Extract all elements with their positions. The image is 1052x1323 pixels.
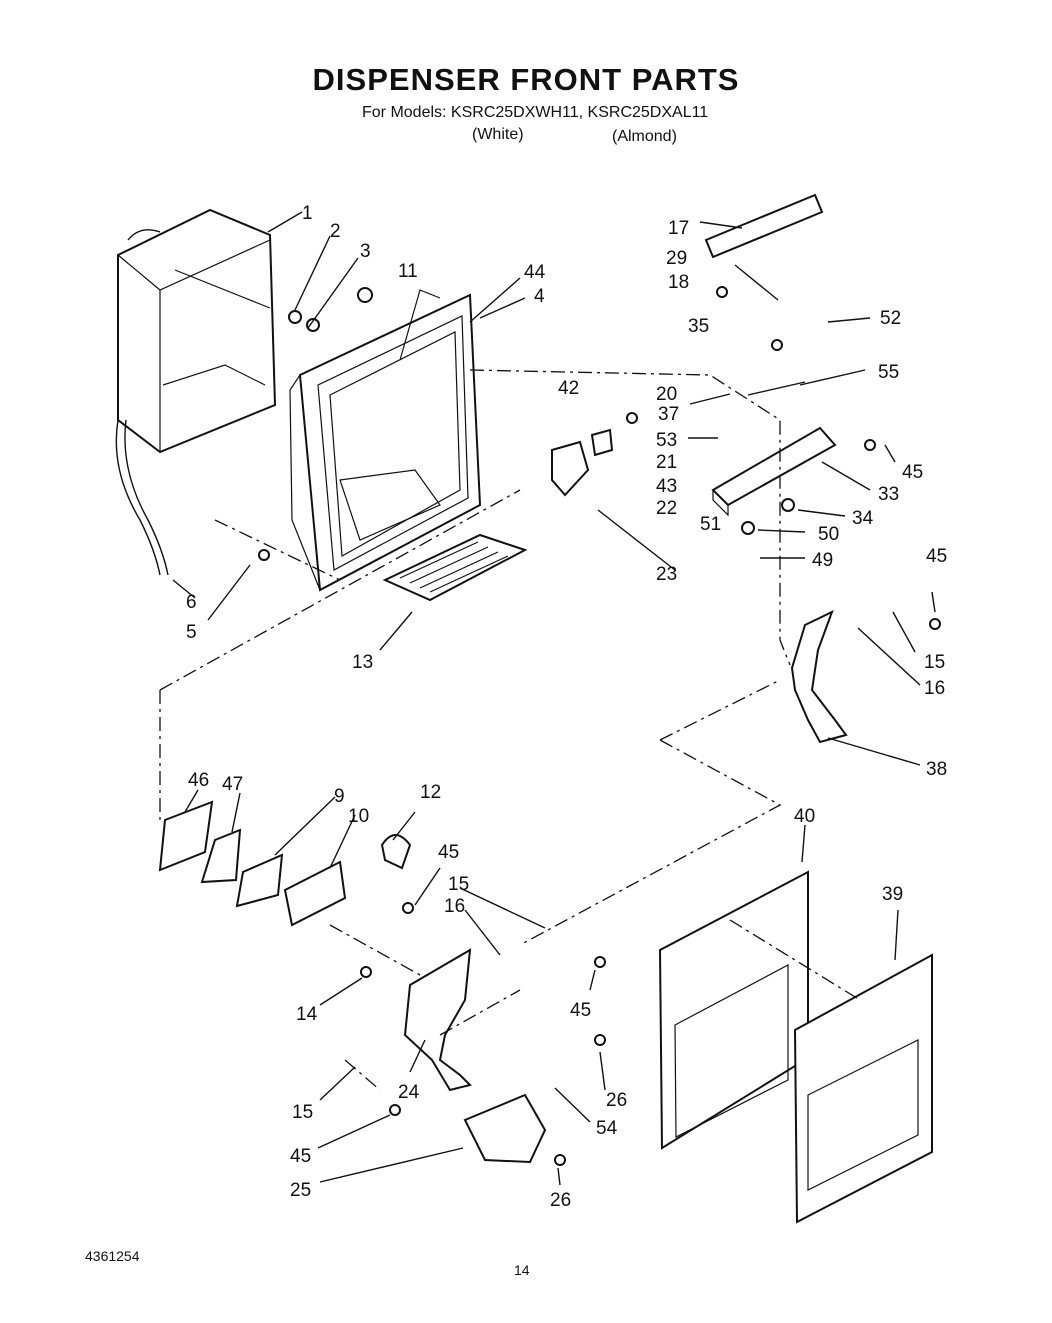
callout-42: 42 bbox=[558, 378, 579, 399]
callout-15-b: 15 bbox=[448, 874, 469, 895]
callout-13: 13 bbox=[352, 652, 373, 673]
callout-23: 23 bbox=[656, 564, 677, 585]
callout-12: 12 bbox=[420, 782, 441, 803]
callout-26-b: 26 bbox=[550, 1190, 571, 1211]
callout-44: 44 bbox=[524, 262, 546, 283]
callout-15-c: 15 bbox=[292, 1102, 313, 1123]
callout-38: 38 bbox=[926, 759, 947, 780]
callout-45-e: 45 bbox=[290, 1146, 311, 1167]
callout-54: 54 bbox=[596, 1118, 618, 1139]
callout-18: 18 bbox=[668, 272, 689, 293]
callout-34: 34 bbox=[852, 508, 874, 529]
water-lever-part bbox=[790, 610, 848, 744]
callout-17: 17 bbox=[668, 218, 689, 239]
callout-16-a: 16 bbox=[924, 678, 945, 699]
clip-part bbox=[590, 428, 614, 457]
bracket-part bbox=[711, 426, 837, 517]
callout-1: 1 bbox=[302, 203, 313, 224]
ice-actuator-part bbox=[403, 948, 472, 1092]
callout-10: 10 bbox=[348, 806, 369, 827]
callout-16-b: 16 bbox=[444, 896, 465, 917]
callout-35: 35 bbox=[688, 316, 709, 337]
callout-3: 3 bbox=[360, 241, 371, 262]
callout-53: 53 bbox=[656, 430, 677, 451]
callout-2: 2 bbox=[330, 221, 341, 242]
panel-9-part bbox=[235, 853, 284, 908]
callout-49: 49 bbox=[812, 550, 833, 571]
actuator-part bbox=[551, 440, 590, 497]
document-number: 4361254 bbox=[85, 1248, 140, 1264]
callout-15-a: 15 bbox=[924, 652, 945, 673]
callout-9: 9 bbox=[334, 786, 345, 807]
callout-40: 40 bbox=[794, 806, 815, 827]
callout-45-b: 45 bbox=[926, 546, 947, 567]
almond-label: (Almond) bbox=[612, 128, 677, 145]
chute-part bbox=[463, 1093, 547, 1164]
callout-39: 39 bbox=[882, 884, 903, 905]
callout-24: 24 bbox=[398, 1082, 420, 1103]
front-frame-part bbox=[658, 870, 809, 1150]
callout-20: 20 bbox=[656, 384, 677, 405]
part-callouts: 1 2 3 11 44 4 17 29 18 52 35 55 42 20 37… bbox=[186, 203, 947, 1211]
cover-bar-part bbox=[704, 193, 824, 259]
callout-45-c: 45 bbox=[438, 842, 459, 863]
callout-6: 6 bbox=[186, 592, 197, 613]
page-number: 14 bbox=[514, 1262, 530, 1278]
callout-4: 4 bbox=[534, 286, 545, 307]
switch-10-part bbox=[283, 860, 347, 927]
callout-33: 33 bbox=[878, 484, 899, 505]
callout-45-d: 45 bbox=[570, 1000, 591, 1021]
callout-47: 47 bbox=[222, 774, 243, 795]
leader-lines bbox=[172, 211, 936, 1186]
part-12 bbox=[380, 834, 412, 870]
callout-50: 50 bbox=[818, 524, 839, 545]
front-panel-part bbox=[793, 953, 933, 1224]
callout-43: 43 bbox=[656, 476, 677, 497]
callout-11: 11 bbox=[398, 261, 418, 282]
callout-26-a: 26 bbox=[606, 1090, 627, 1111]
callout-21: 21 bbox=[656, 452, 677, 473]
ice-container-part bbox=[115, 208, 277, 576]
lens-part bbox=[200, 828, 242, 884]
models-line: For Models: KSRC25DXWH11, KSRC25DXAL11 bbox=[362, 104, 709, 121]
page-title: DISPENSER FRONT PARTS bbox=[312, 62, 740, 97]
callout-52: 52 bbox=[880, 308, 901, 329]
screw-fasteners bbox=[258, 286, 941, 1166]
trim-46-part bbox=[158, 800, 214, 872]
callout-29: 29 bbox=[666, 248, 687, 269]
callout-46: 46 bbox=[188, 770, 209, 791]
callout-45-a: 45 bbox=[902, 462, 923, 483]
alignment-lines bbox=[159, 369, 861, 1091]
callout-51: 51 bbox=[700, 514, 721, 535]
drip-tray-grille-part bbox=[382, 533, 528, 602]
callout-55: 55 bbox=[878, 362, 899, 383]
callout-25: 25 bbox=[290, 1180, 311, 1201]
callout-37: 37 bbox=[658, 404, 679, 425]
dispenser-housing-part bbox=[289, 289, 482, 592]
callout-22: 22 bbox=[656, 498, 677, 519]
white-label: (White) bbox=[472, 126, 524, 143]
callout-5: 5 bbox=[186, 622, 197, 643]
callout-14: 14 bbox=[296, 1004, 318, 1025]
